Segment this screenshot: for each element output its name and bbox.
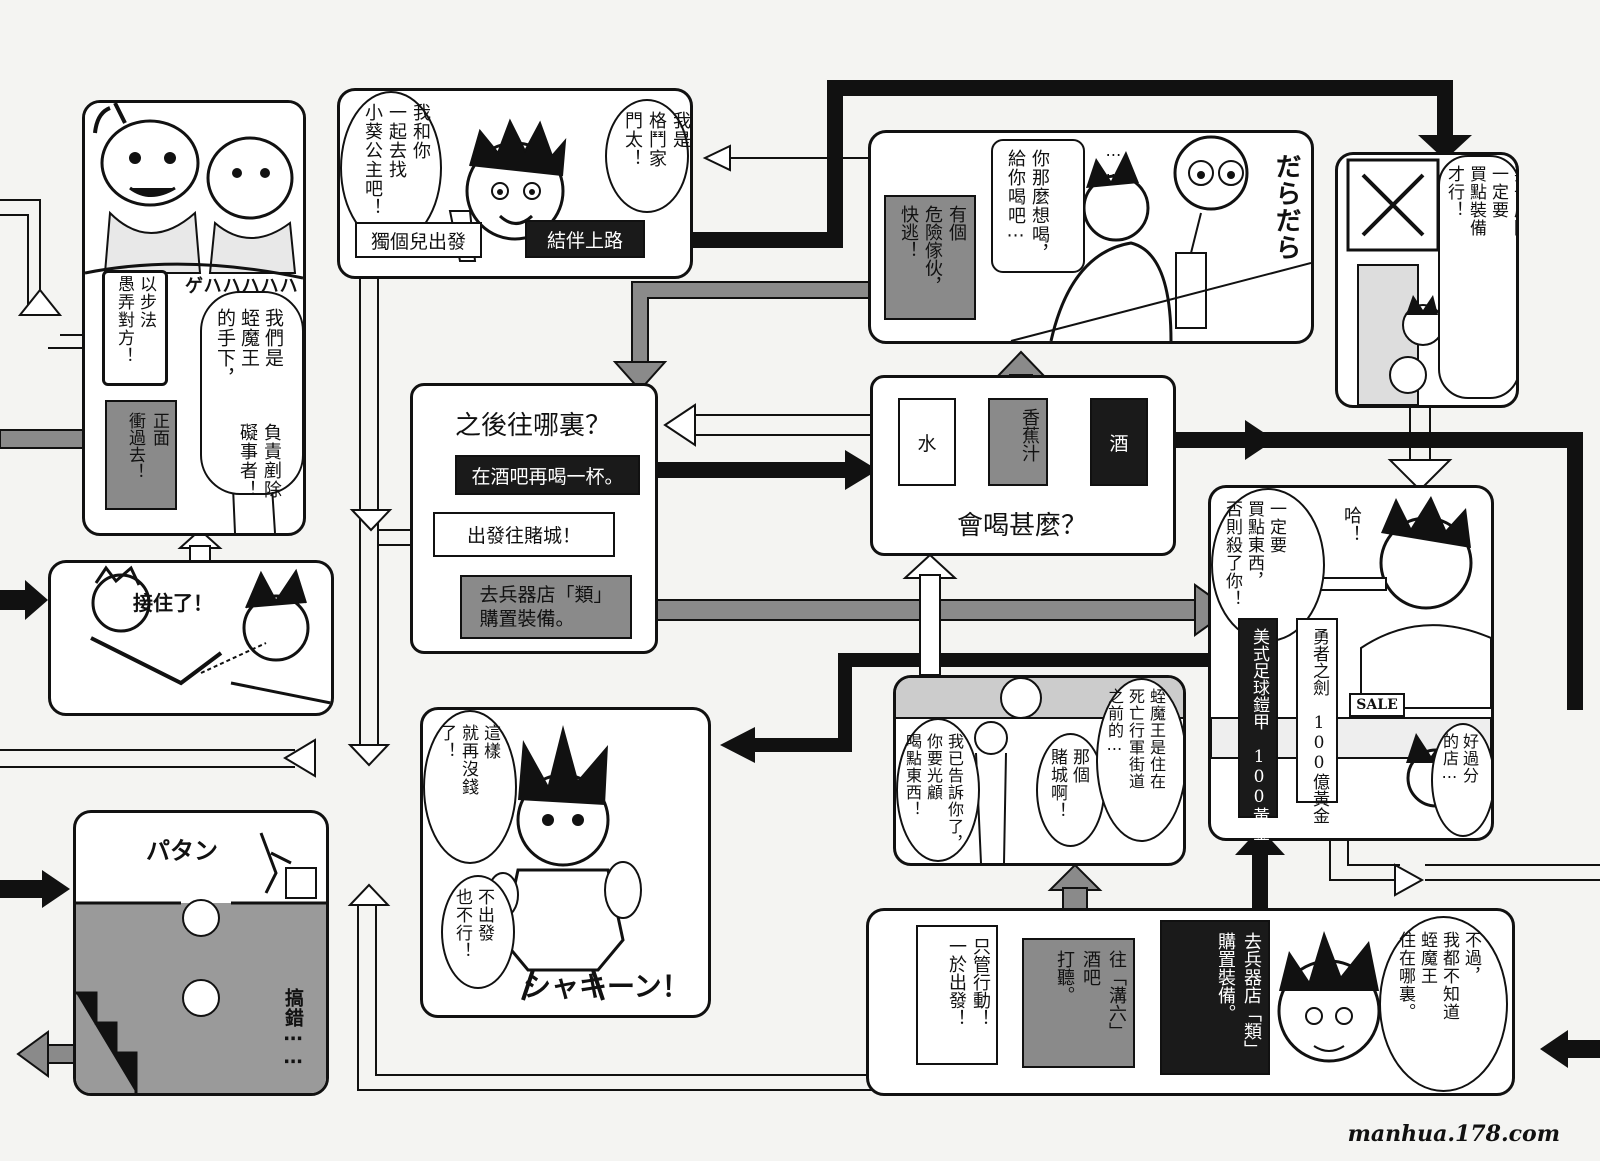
hero-speech-1: 我是 格鬥家 門太！ [622,111,691,168]
black-arrow-nomoney [750,653,1225,752]
bar-sfx: だらだら [1271,153,1301,261]
bar-warning-box: 有個 危險傢伙， 快逃！ [884,195,976,320]
drink-wine-button[interactable]: 酒 [1090,398,1148,486]
shop-item-sword[interactable]: 勇者之劍 100億黃金 [1296,618,1338,824]
shop-speech-bubble-2 [1211,488,1325,642]
drink-title: 會喝甚麼？ [957,511,1088,541]
devils-speech-1: 以步法 愚弄對方！ [114,275,156,365]
catch-illustration [90,565,331,705]
panel-fall: パタン 搞錯⋯⋯ [73,810,329,1096]
tavern-bubble-1 [1096,678,1183,842]
panel-catch: 接住了！ [48,560,334,716]
choice-casino-button[interactable]: 出發往賭城！ [433,512,615,557]
choice-drink-again-button[interactable]: 在酒吧再喝一杯。 [455,455,640,495]
drink-banana-button[interactable]: 香蕉汁 [988,398,1048,486]
fall-illustration [76,832,326,1093]
hero-speech-bubble-1 [605,99,689,213]
choice-together-button[interactable]: 結伴上路 [525,220,645,258]
choice-front-button[interactable]: 正面 衝過去！ [105,400,177,510]
arrowhead-hero-left [702,144,731,172]
arrowhead-wine [1245,420,1275,460]
arrowhead-up-tavern [1047,863,1103,891]
panel-equip-hint: 要去歷險， 一定要 買點裝備 才行！ [1335,152,1519,408]
devils-speech-2: 我們是 蛭魔王 的手下， [214,308,284,388]
arrowhead-left-750 [283,738,316,778]
no-money-illustration [487,725,642,1001]
panel-no-money: 這樣 就再沒錢 了！ 不出發 也不行！ シャキーン！ [420,707,711,1018]
arrowhead-up-shop [1235,828,1285,855]
shop-item-armor[interactable]: 美式足球鎧甲 100黃金 [1238,618,1278,841]
start-illustration [1277,931,1381,1063]
arrowhead-down-360 [347,744,391,767]
arrowhead-down-alone [349,509,393,532]
equip-hint-illustration [1346,158,1444,405]
tavern-bubble-3 [896,718,980,862]
choice-ask-bar-button[interactable]: 往「溝六」 酒吧 打聽。 [1022,938,1135,1068]
no-money-bubble-1 [423,710,517,864]
bar-speech-bubble-1 [991,139,1085,273]
devils-speech-bubble-2 [200,291,303,495]
arrowhead-up-left [17,288,63,316]
arrowhead-to-equip [1387,459,1453,492]
bar-speech-1: 你那麼想喝， 給你喝吧⋯ [1005,149,1050,263]
arrowhead-up-start [347,883,391,906]
shop-speech-3: 好過分 的店⋯ [1440,733,1479,787]
arrowhead-exit-fall [16,1030,49,1078]
tavern-speech-3: 我已告訴你了， 你要光顧 喝點東西！ [903,733,964,852]
tavern-speech-2: 那個 賭城啊！ [1047,748,1089,820]
catch-speech: 接住了！ [133,591,213,615]
where-next-title: 之後往哪裏？ [455,411,612,441]
arrowhead-nomoney [720,727,755,763]
choice-alone-button[interactable]: 獨個兒出發 [355,222,482,258]
choice-just-go-button[interactable]: 只管行動！ 一於出發！ [916,925,998,1065]
bar-illustration [1010,135,1311,341]
fall-sfx: パタン [146,837,218,865]
black-arrow-top [645,80,1453,248]
white-lines-left [0,199,41,315]
gray-arrow-bar [631,281,905,365]
no-money-bubble-2 [441,875,515,989]
equip-hint-bubble [1438,155,1516,399]
bar-speech-2: ⋯⋯ [1104,145,1123,185]
devils-speech-3: 負責剷除 礙事者！ [237,423,282,499]
shop-speech-bubble-3 [1431,723,1491,837]
choice-weapon-shop-button[interactable]: 去兵器店「類」 購置裝備。 [460,575,632,639]
hero-speech-bubble-2 [340,91,442,245]
shop-speech-2: 一定要 買點東西， 否則殺了你！ [1222,500,1286,608]
equip-hint-speech: 要去歷險， 一定要 買點裝備 才行！ [1444,165,1519,255]
start-speech-bubble [1379,916,1508,1092]
black-arrow-wine [1150,432,1583,710]
arrowhead-where-left [663,403,696,447]
hero-speech-2: 我和你 一起去找 小葵公主吧！ [362,103,431,217]
arrowhead-entry-start [1540,1030,1568,1068]
arrowhead-drink [845,450,878,490]
no-money-speech-2: 不出發 也不行！ [452,888,494,960]
arrowhead-entry-fall [42,870,70,908]
tavern-bubble-2 [1036,733,1105,847]
no-money-speech-1: 這樣 就再沒錢 了！ [436,724,500,796]
arrowhead-entry-catch [25,580,48,620]
shop-sale-sign: SALE [1349,693,1405,717]
choice-weapon-shop-start-button[interactable]: 去兵器店「類」 購置裝備。 [1160,920,1270,1075]
no-money-sfx: シャキーン！ [523,970,690,1003]
shop-speech-1: 哈！ [1341,506,1362,544]
watermark: manhua.178.com [1347,1121,1560,1147]
arrowhead-right-1 [1394,863,1425,897]
devils-speech-box-1 [102,270,168,386]
arrowhead-gray-down [612,361,668,392]
black-arrowhead-top [1418,135,1472,160]
panel-tavern: 我已告訴你了， 你要光顧 喝點東西！ 那個 賭城啊！ 蛭魔王是住在 死亡行軍街道… [893,675,1186,866]
drink-water-button[interactable]: 水 [898,398,956,486]
tavern-speech-1: 蛭魔王是住在 死亡行軍街道 之前的⋯ [1105,688,1166,790]
fall-speech: 搞錯⋯⋯ [282,988,304,1074]
start-speech: 不過， 我都不知道 蛭魔王 住在哪裏。 [1395,931,1481,1021]
